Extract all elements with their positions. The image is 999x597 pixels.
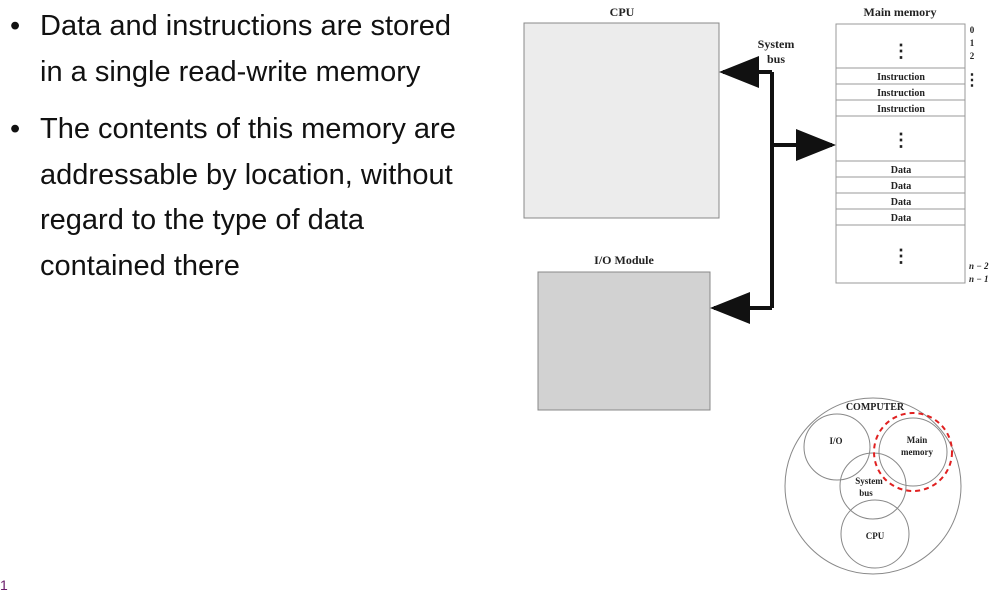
address-n-1: n − 1 (969, 274, 988, 284)
bullet-dot: • (10, 113, 21, 145)
memory-cell-instruction: Instruction (877, 104, 925, 115)
address-ellipsis: ⋮ (964, 72, 980, 89)
memory-ellipsis: ⋮ (892, 41, 910, 61)
main-memory-stack (835, 23, 966, 284)
slide-number: 1 (0, 577, 8, 593)
address-n-2: n − 2 (969, 261, 989, 271)
bullet-text: The contents of this memory are addressa… (40, 113, 456, 282)
memory-cell-instruction: Instruction (877, 72, 925, 83)
computer-venn-diagram (784, 397, 962, 575)
bullet-text: Data and instructions are stored in a si… (40, 10, 452, 88)
venn-system-bus-label-line2: bus (859, 488, 873, 498)
address-0: 0 (970, 25, 975, 35)
bullet-list: • Data and instructions are stored in a … (10, 4, 480, 301)
memory-cell-data: Data (891, 213, 912, 224)
bullet-dot: • (10, 10, 21, 42)
memory-ellipsis: ⋮ (892, 246, 910, 266)
cpu-label: CPU (610, 5, 635, 19)
address-1: 1 (970, 38, 975, 48)
main-memory-highlight (873, 412, 953, 492)
bus-label-line1: System (758, 37, 795, 51)
io-module-label: I/O Module (594, 253, 654, 267)
address-2: 2 (970, 51, 975, 61)
bullet-item: • Data and instructions are stored in a … (10, 4, 480, 95)
bullet-item: • The contents of this memory are addres… (10, 107, 480, 289)
memory-cell-instruction: Instruction (877, 88, 925, 99)
cpu-box (523, 22, 720, 219)
venn-computer-label: COMPUTER (846, 402, 905, 413)
memory-cell-data: Data (891, 197, 912, 208)
venn-cpu-label: CPU (866, 531, 885, 541)
io-module-box (537, 271, 711, 411)
memory-ellipsis: ⋮ (892, 130, 910, 150)
venn-main-memory-label-line1: Main (907, 435, 928, 445)
memory-cell-data: Data (891, 181, 912, 192)
main-memory-title: Main memory (864, 5, 937, 19)
venn-main-memory-label-line2: memory (901, 447, 933, 457)
venn-system-bus-label-line1: System (855, 476, 883, 486)
memory-cell-data: Data (891, 165, 912, 176)
venn-io-label: I/O (829, 436, 842, 446)
system-bus (710, 56, 836, 324)
bus-label-line2: bus (767, 52, 785, 66)
